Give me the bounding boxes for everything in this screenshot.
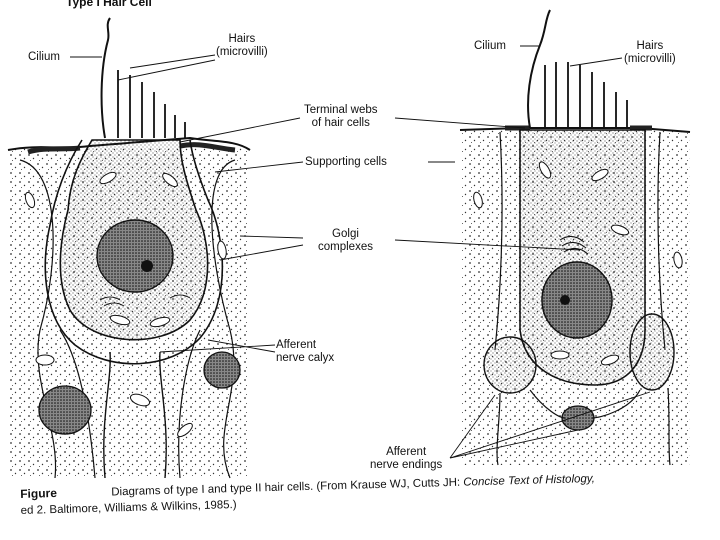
afferent-endings-label: Afferent nerve endings xyxy=(370,446,442,472)
cilium-label-right: Cilium xyxy=(474,40,506,53)
type-i-title: Type I Hair Cell xyxy=(66,0,152,9)
type-ii-nucleus xyxy=(542,262,612,338)
cilium-label-left: Cilium xyxy=(28,51,60,64)
type-i-nucleus xyxy=(97,220,173,292)
type-i-panel xyxy=(8,18,250,478)
hairs-label-right: Hairs (microvilli) xyxy=(624,40,676,66)
caption-italic: Concise Text of Histology, xyxy=(463,473,595,489)
type-ii-hair-cell xyxy=(520,130,645,385)
nerve-ending xyxy=(630,314,674,390)
caption-prefix: Figure xyxy=(20,486,57,501)
type-ii-cilium xyxy=(528,10,550,128)
nerve-ending xyxy=(562,406,594,430)
terminal-webs-label: Terminal webs of hair cells xyxy=(304,104,378,130)
golgi-label: Golgi complexes xyxy=(318,228,373,254)
afferent-calyx-label: Afferent nerve calyx xyxy=(276,339,334,365)
nerve-ending xyxy=(484,337,536,393)
type-i-cilium xyxy=(102,18,110,138)
supporting-cells-label: Supporting cells xyxy=(305,156,387,169)
hairs-label-left: Hairs (microvilli) xyxy=(216,33,268,59)
type-ii-panel xyxy=(460,10,690,465)
